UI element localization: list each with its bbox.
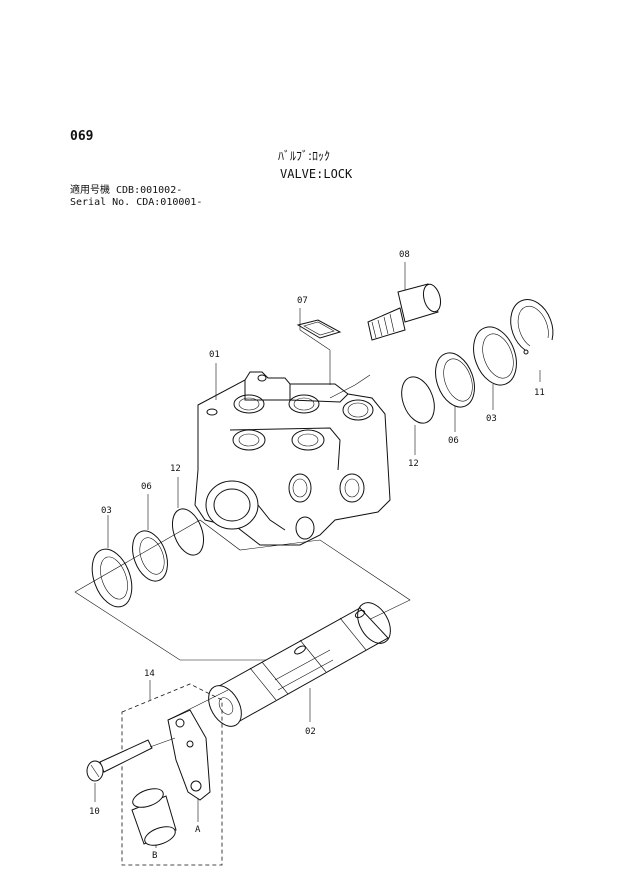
backup-ring-part-06-right — [435, 352, 475, 408]
title-english: VALVE:LOCK — [280, 167, 353, 181]
page-number: 069 — [70, 129, 94, 144]
backup-ring-part-06-left — [132, 530, 168, 582]
callout-07: 07 — [297, 296, 308, 306]
callout-12-right: 12 — [408, 459, 419, 469]
snap-ring-part-11 — [510, 299, 554, 355]
o-ring-part-12-right — [401, 376, 435, 424]
plug-part-08 — [367, 283, 442, 341]
callout-b: B — [152, 851, 157, 861]
callout-14: 14 — [144, 669, 155, 679]
callout-12-left: 12 — [170, 464, 181, 474]
callout-06-left: 06 — [141, 482, 152, 492]
callout-08: 08 — [399, 250, 410, 260]
ring-part-03-left — [91, 548, 133, 608]
ring-part-03-right — [473, 326, 517, 386]
callout-02: 02 — [305, 727, 316, 737]
callout-a: A — [195, 825, 201, 835]
o-ring-part-12-left — [171, 508, 205, 556]
spool-part-02 — [208, 602, 391, 727]
callout-06-right: 06 — [448, 436, 459, 446]
leader-lines — [94, 262, 541, 848]
bolt-part-10 — [86, 739, 153, 782]
callout-01: 01 — [209, 350, 220, 360]
kit-part-14-boundary — [121, 683, 223, 866]
gasket-part-07 — [296, 319, 342, 339]
lever-plate — [167, 709, 211, 801]
pin-part-b — [131, 788, 177, 846]
assembly-boundary-outline — [74, 519, 411, 661]
callout-10: 10 — [89, 807, 100, 817]
valve-body-part-01 — [194, 371, 391, 546]
serial-number-line: Serial No. CDA:010001- — [70, 197, 203, 208]
callout-03-left: 03 — [101, 506, 112, 516]
callout-11: 11 — [534, 388, 545, 398]
applicable-serial-line: 適用号機 CDB:001002- — [70, 185, 183, 196]
title-japanese: ﾊﾞﾙﾌﾞ:ﾛｯｸ — [278, 149, 331, 163]
callout-03-right: 03 — [486, 414, 497, 424]
